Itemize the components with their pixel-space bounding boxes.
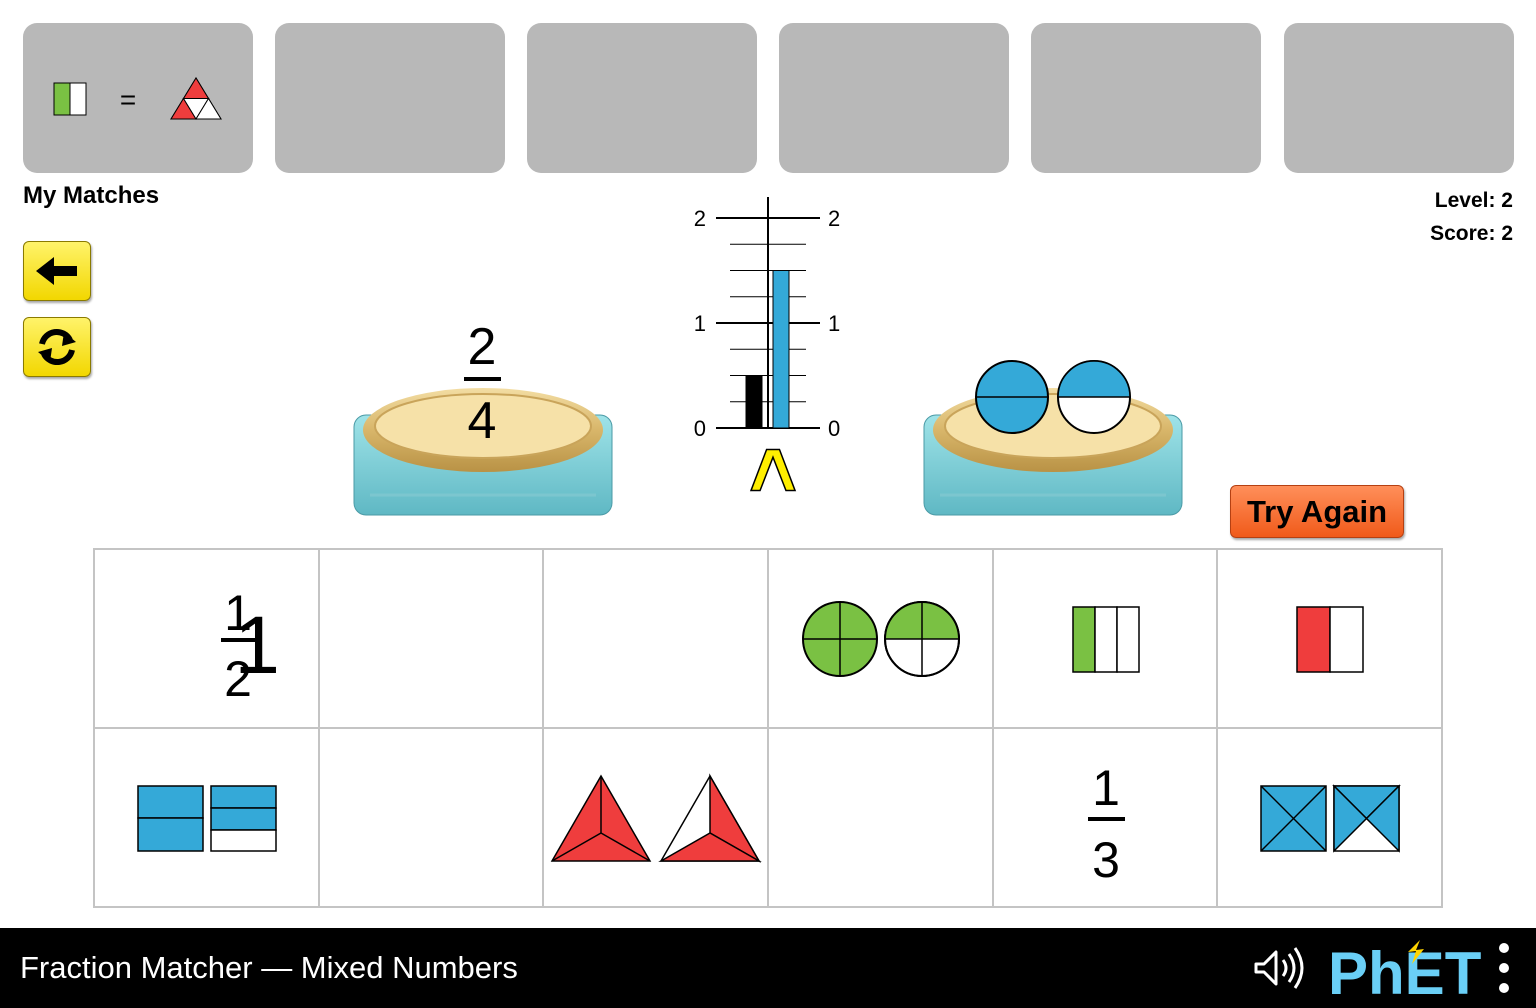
score-label: Score: 2	[1430, 222, 1513, 245]
chart-bar-right	[772, 270, 790, 429]
left-scale[interactable]	[353, 388, 613, 516]
mixed-numerator: 1	[224, 585, 252, 641]
chart-tick-label-right: 2	[828, 206, 840, 231]
red-triangles-icon	[551, 773, 763, 864]
grid-cell-red-triangles[interactable]	[543, 728, 768, 907]
grid-cell-fraction[interactable]: 1 3	[992, 728, 1218, 907]
blue-squares-icon	[1260, 784, 1402, 853]
match-slot-1: =	[23, 23, 253, 173]
refresh-button[interactable]	[23, 317, 91, 377]
match-slot-4	[779, 23, 1009, 173]
left-scale-fraction[interactable]: 2 4	[464, 318, 501, 450]
phet-logo-text: PhET	[1328, 940, 1481, 1000]
mixed-whole: 1	[234, 600, 280, 691]
triangle-fraction-icon	[170, 77, 222, 120]
fraction-numerator: 1	[1092, 760, 1120, 816]
grid-cell-blue-squares[interactable]	[1217, 728, 1442, 907]
refresh-icon	[38, 328, 76, 366]
grid-cell-green-circles[interactable]	[768, 549, 993, 728]
chart-tick-label-left: 2	[694, 206, 706, 231]
phet-logo[interactable]: PhET	[1328, 934, 1488, 1007]
green-bar-icon	[1071, 606, 1140, 673]
grid-cell-empty	[768, 728, 993, 907]
green-bar-half-icon	[53, 82, 87, 116]
match-slot-3	[527, 23, 757, 173]
menu-icon[interactable]	[1494, 938, 1514, 998]
equals-sign: =	[120, 84, 136, 115]
red-bar-icon	[1296, 606, 1365, 673]
right-scale[interactable]	[923, 388, 1183, 516]
match-slot-2	[275, 23, 505, 173]
level-label: Level: 2	[1434, 189, 1513, 212]
grid-cell-blue-rects[interactable]	[94, 728, 319, 907]
arrow-left-icon	[36, 257, 77, 285]
green-circles-icon	[802, 601, 960, 677]
my-matches-label: My Matches	[23, 182, 160, 209]
match-slot-6	[1284, 23, 1514, 173]
left-denominator: 4	[468, 392, 497, 450]
chart-tick-label-right: 1	[828, 311, 840, 336]
grid-cell-mixed-number[interactable]: 1 1 2	[94, 549, 319, 728]
sim-title: Fraction Matcher — Mixed Numbers	[20, 950, 518, 985]
grid-cell-empty	[318, 549, 544, 728]
chart-bar-left	[745, 375, 763, 429]
left-numerator: 2	[468, 318, 497, 376]
mixed-denominator: 2	[224, 651, 252, 707]
fraction-grid: 1 1 2	[93, 548, 1443, 908]
chart-tick-label-right: 0	[828, 416, 840, 441]
grid-cell-empty	[543, 549, 768, 728]
navigation-bar: Fraction Matcher — Mixed Numbers PhET	[0, 928, 1536, 1008]
chart-tick-label-left: 0	[694, 416, 706, 441]
comparison-stage: 2 4 0 0 1 1 2 2 <	[353, 197, 1183, 516]
grid-cell-empty	[318, 728, 544, 907]
grid-cell-green-bar[interactable]	[992, 549, 1218, 728]
comparison-chart: 0 0 1 1 2 2	[694, 197, 840, 441]
back-button[interactable]	[23, 241, 91, 301]
chart-tick-label-left: 1	[694, 311, 706, 336]
sound-icon[interactable]	[1248, 938, 1308, 998]
try-again-button[interactable]: Try Again	[1230, 485, 1404, 538]
blue-rects-icon	[137, 785, 277, 852]
match-slot-5	[1031, 23, 1261, 173]
match-pair-graphic: =	[53, 77, 222, 120]
comparison-symbol: <	[728, 446, 819, 494]
fraction-denominator: 3	[1092, 832, 1120, 888]
right-scale-circles[interactable]	[975, 360, 1131, 434]
grid-cell-red-bar[interactable]	[1217, 549, 1442, 728]
